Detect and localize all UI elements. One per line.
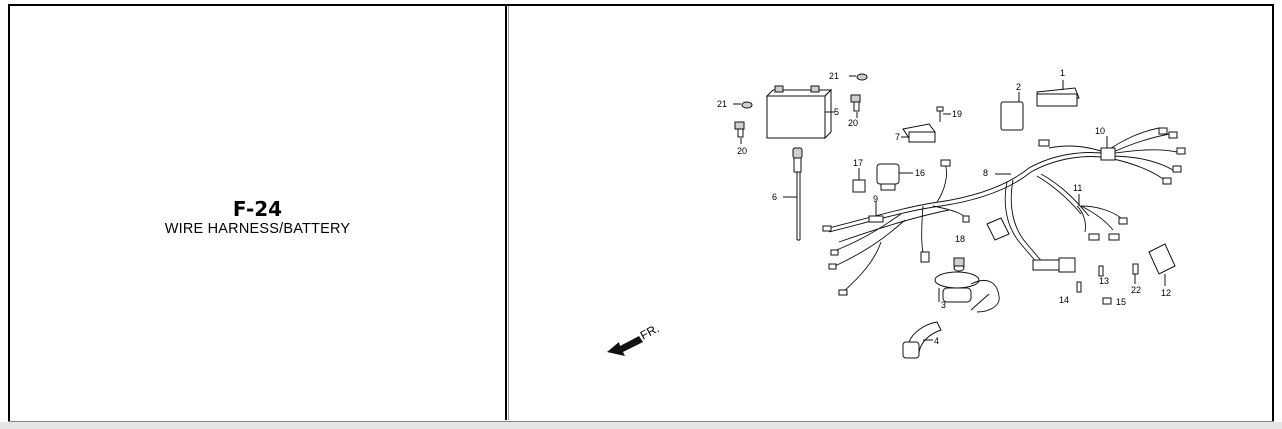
callout-22: 22 xyxy=(1131,285,1141,295)
battery-bolt-right xyxy=(850,94,861,118)
fuse-cover xyxy=(1000,92,1024,131)
main-wire-harness xyxy=(828,127,1178,293)
callout-13: 13 xyxy=(1099,276,1109,286)
battery xyxy=(765,85,835,140)
callout-5: 5 xyxy=(834,107,839,117)
callout-6: 6 xyxy=(772,192,777,202)
sub-harness xyxy=(1076,194,1122,233)
callout-16: 16 xyxy=(915,168,925,178)
callout-10: 10 xyxy=(1095,126,1105,136)
callout-11: 11 xyxy=(1073,183,1082,193)
control-unit xyxy=(986,217,1076,273)
title-panel: F-24 WIRE HARNESS/BATTERY xyxy=(10,6,505,420)
callout-18: 18 xyxy=(955,234,965,244)
panel-divider xyxy=(505,4,507,420)
harness-clamp xyxy=(868,202,884,223)
callout-9: 9 xyxy=(873,194,878,204)
callout-19: 19 xyxy=(952,109,962,119)
callout-7: 7 xyxy=(895,132,900,142)
terminal-block xyxy=(1148,243,1176,286)
battery-nut-right xyxy=(849,73,868,81)
front-direction-arrow xyxy=(607,336,643,356)
exploded-parts-diagram: 1 2 3 4 5 6 7 8 9 10 11 12 13 14 15 16 1… xyxy=(607,68,1186,359)
callout-4: 4 xyxy=(934,336,939,346)
terminal-pins xyxy=(1076,263,1139,305)
callout-1: 1 xyxy=(1060,68,1065,78)
callout-2: 2 xyxy=(1016,82,1021,92)
figure-code: F-24 xyxy=(232,197,283,221)
callout-3: 3 xyxy=(941,300,946,310)
fuse-box xyxy=(1036,80,1080,107)
direction-label: FR. xyxy=(638,321,662,342)
battery-bolt-left xyxy=(734,121,745,144)
breather-tube xyxy=(783,147,803,241)
callout-20-right: 20 xyxy=(848,118,858,128)
callout-14: 14 xyxy=(1059,295,1069,305)
harness-connector-block xyxy=(1100,136,1116,161)
bottom-band xyxy=(0,422,1282,429)
callout-8: 8 xyxy=(983,168,988,178)
wire-connectors xyxy=(822,127,1186,296)
callout-17: 17 xyxy=(853,158,863,168)
callout-15: 15 xyxy=(1116,297,1126,307)
panel-inner-edge xyxy=(508,6,509,420)
page-frame xyxy=(8,4,1274,424)
figure-name: WIRE HARNESS/BATTERY xyxy=(164,221,351,237)
spark-plug-cap xyxy=(902,321,942,359)
callout-12: 12 xyxy=(1161,288,1171,298)
relay-box xyxy=(876,163,913,191)
harness-clip xyxy=(852,168,866,193)
callout-21-left: 21 xyxy=(717,99,727,109)
callout-20-left: 20 xyxy=(737,146,747,156)
battery-nut-left xyxy=(733,101,753,109)
ignition-coil xyxy=(934,257,1000,313)
callout-21-right: 21 xyxy=(829,71,839,81)
regulator-relay xyxy=(901,106,951,143)
bottom-rule xyxy=(8,421,1274,422)
